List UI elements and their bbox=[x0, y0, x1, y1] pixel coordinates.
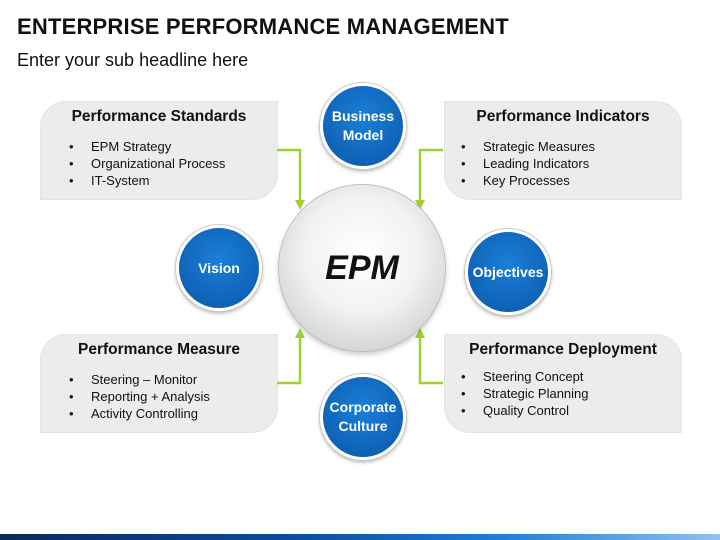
panel-list-performance-measure: Steering – Monitor Reporting + Analysis … bbox=[69, 371, 210, 422]
panel-performance-indicators: Performance Indicators Strategic Measure… bbox=[444, 101, 682, 200]
panel-list-performance-standards: EPM Strategy Organizational Process IT-S… bbox=[69, 138, 225, 189]
panel-performance-measure: Performance Measure Steering – Monitor R… bbox=[40, 334, 278, 433]
connector-indicators bbox=[415, 148, 443, 210]
circle-label-corporate-culture: Corporate Culture bbox=[329, 399, 397, 434]
connector-standards bbox=[277, 148, 305, 210]
list-item: Reporting + Analysis bbox=[69, 388, 210, 405]
panel-title-performance-indicators: Performance Indicators bbox=[476, 108, 650, 125]
circle-vision: Vision bbox=[176, 225, 262, 311]
list-item: Steering Concept bbox=[461, 368, 589, 385]
circle-objectives: Objectives bbox=[465, 229, 551, 315]
list-item: Activity Controlling bbox=[69, 405, 210, 422]
list-item: Quality Control bbox=[461, 402, 589, 419]
list-item: Strategic Measures bbox=[461, 138, 595, 155]
list-item: Leading Indicators bbox=[461, 155, 595, 172]
panel-performance-deployment: Performance Deployment Steering Concept … bbox=[444, 334, 682, 433]
list-item: IT-System bbox=[69, 172, 225, 189]
bottom-accent-bar bbox=[0, 534, 720, 540]
connector-measure bbox=[277, 328, 305, 385]
circle-corporate-culture: Corporate Culture bbox=[320, 374, 406, 460]
panel-title-performance-measure: Performance Measure bbox=[78, 341, 240, 358]
page-title: ENTERPRISE PERFORMANCE MANAGEMENT bbox=[17, 14, 509, 39]
list-item: Organizational Process bbox=[69, 155, 225, 172]
panel-title-performance-deployment: Performance Deployment bbox=[469, 341, 657, 358]
circle-business-model: Business Model bbox=[320, 83, 406, 169]
panel-list-performance-deployment: Steering Concept Strategic Planning Qual… bbox=[461, 368, 589, 419]
panel-list-performance-indicators: Strategic Measures Leading Indicators Ke… bbox=[461, 138, 595, 189]
list-item: EPM Strategy bbox=[69, 138, 225, 155]
circle-label-vision: Vision bbox=[198, 259, 240, 276]
panel-title-performance-standards: Performance Standards bbox=[71, 108, 247, 125]
circle-label-business-model: Business Model bbox=[331, 108, 395, 143]
panel-performance-standards: Performance Standards EPM Strategy Organ… bbox=[40, 101, 278, 200]
list-item: Key Processes bbox=[461, 172, 595, 189]
list-item: Strategic Planning bbox=[461, 385, 589, 402]
circle-label-objectives: Objectives bbox=[472, 263, 544, 280]
list-item: Steering – Monitor bbox=[69, 371, 210, 388]
connector-deployment bbox=[415, 328, 443, 385]
epm-center-label: EPM bbox=[325, 248, 399, 287]
epm-center-circle: EPM bbox=[279, 185, 445, 351]
page-subtitle: Enter your sub headline here bbox=[17, 50, 249, 70]
